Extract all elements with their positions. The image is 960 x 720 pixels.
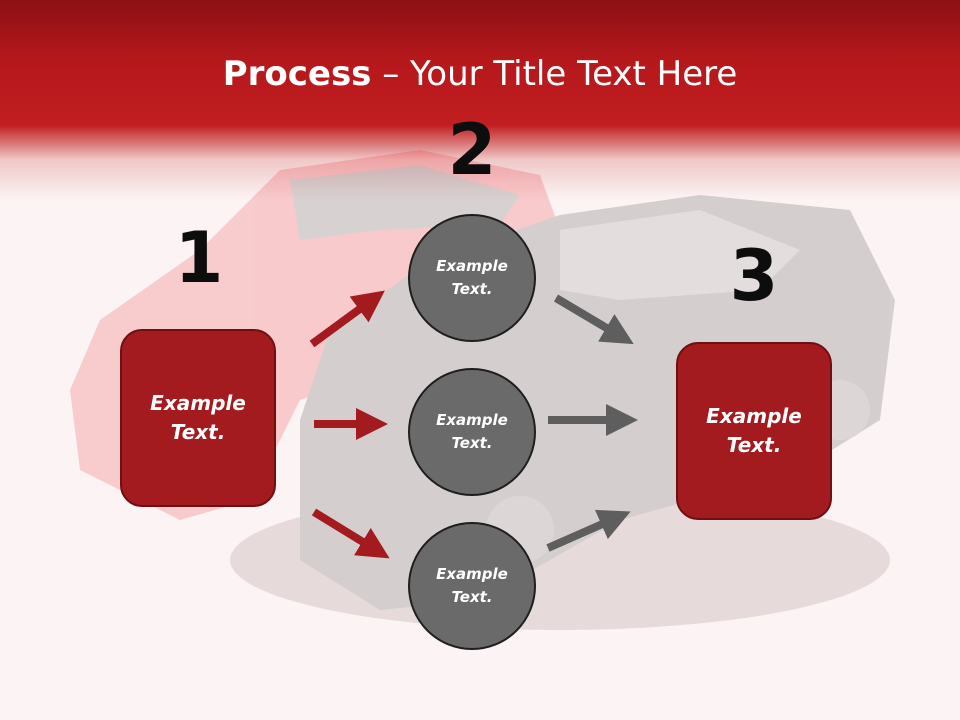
left-box-line2: Text. xyxy=(170,420,226,444)
circle-top-line2: Text. xyxy=(451,280,493,298)
slide-title: Process – Your Title Text Here xyxy=(0,52,960,96)
circle-top-line1: Example xyxy=(436,257,508,275)
step-number-3: 3 xyxy=(729,235,779,317)
right-box-line2: Text. xyxy=(726,433,782,457)
arrow-top-to-right xyxy=(553,294,634,345)
arrow-left-to-top xyxy=(309,290,385,348)
arrow-bottom-to-right xyxy=(546,509,631,552)
circle-middle-line1: Example xyxy=(436,411,508,429)
right-box-line1: Example xyxy=(706,404,802,428)
circle-bottom-line2: Text. xyxy=(451,588,493,606)
header-band xyxy=(0,0,960,200)
title-rest: – Your Title Text Here xyxy=(371,54,738,94)
left-box-line1: Example xyxy=(150,391,246,415)
title-bold: Process xyxy=(222,54,372,94)
step-number-1: 1 xyxy=(174,217,224,299)
circle-bottom-line1: Example xyxy=(436,565,508,583)
step-number-2: 2 xyxy=(447,109,497,191)
circle-middle-line2: Text. xyxy=(451,434,493,452)
arrow-left-to-bottom xyxy=(311,508,390,559)
